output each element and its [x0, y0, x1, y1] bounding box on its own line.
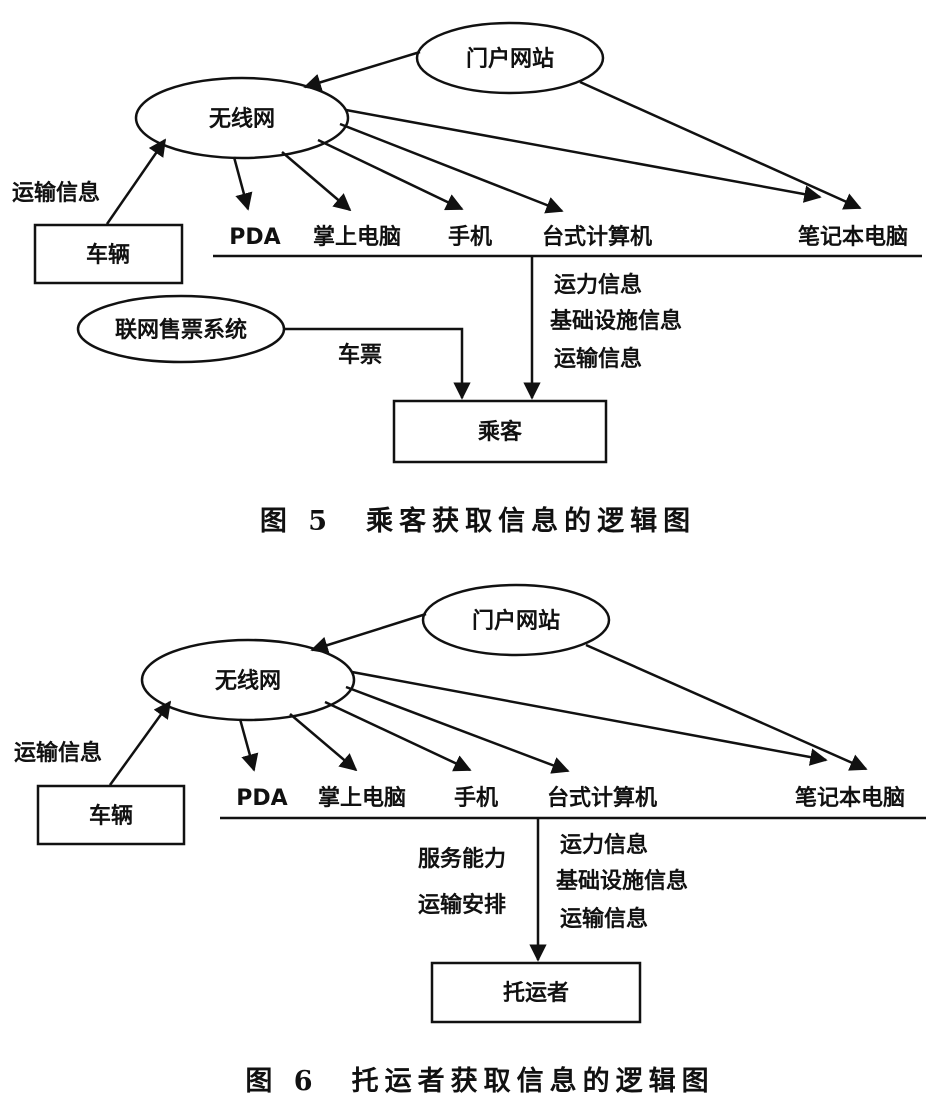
fig6-info-line-3: 运输信息: [560, 906, 648, 932]
fig6-wireless-node: [140, 638, 356, 722]
fig5-device-notebook: 笔记本电脑: [798, 224, 908, 250]
fig5-ticket-label: 车票: [338, 342, 382, 368]
fig5-transport-info-left: 运输信息: [12, 180, 100, 206]
fig6-arrow-portal-to-wireless: [310, 612, 427, 654]
fig5-info-line-1: 运力信息: [554, 272, 642, 298]
fig5-arrow-wireless-to-pda: [232, 156, 253, 211]
fig5-device-pda: PDA: [229, 225, 280, 250]
fig6-info-line-1: 运力信息: [560, 832, 648, 858]
fig6-arrow-vehicle-to-wireless: [108, 700, 172, 786]
fig5-passenger-label: 乘客: [477, 419, 523, 445]
fig5-arrow-wireless-to-phone: [317, 138, 464, 211]
fig5-vehicle-label: 车辆: [86, 242, 130, 268]
fig6-vehicle-node: [36, 784, 186, 846]
fig6-device-desktop: 台式计算机: [547, 785, 657, 811]
fig5-info-line-3: 运输信息: [554, 346, 642, 372]
fig5-vehicle-node: [33, 223, 184, 285]
fig5-ticket-system-label: 联网售票系统: [115, 317, 247, 343]
fig6-caption: 图 6 托运者获取信息的逻辑图: [245, 1065, 714, 1097]
fig6-device-pda: PDA: [236, 786, 287, 811]
fig6-portal-label: 门户网站: [472, 608, 560, 634]
fig6-vehicle-label: 车辆: [89, 803, 133, 829]
fig6-arrow-wireless-to-phone: [324, 700, 472, 772]
fig6-device-palm: 掌上电脑: [318, 785, 406, 811]
fig5-info-line-2: 基础设施信息: [550, 308, 682, 334]
fig5-passenger-node: [392, 399, 608, 464]
fig5-wireless-label: 无线网: [209, 106, 275, 132]
figure-6: 门户网站 无线网 运输信息 车辆 PDA 掌上电脑 手机 台式计算机 笔记本电脑…: [14, 583, 926, 1097]
fig6-arrow-wireless-to-notebook: [351, 670, 828, 766]
fig5-portal-node: [415, 21, 605, 95]
fig5-arrow-wireless-to-desktop: [339, 122, 564, 214]
fig6-wireless-label: 无线网: [215, 668, 281, 694]
fig5-device-desktop: 台式计算机: [542, 224, 652, 250]
fig5-arrow-portal-to-notebook: [579, 80, 862, 210]
fig5-device-phone: 手机: [448, 225, 492, 250]
fig6-arrow-wireless-to-pda: [238, 718, 259, 772]
fig5-arrow-ticket-to-passenger: [284, 327, 471, 400]
fig6-device-phone: 手机: [454, 786, 498, 811]
fig6-arrow-wireless-to-desktop: [345, 685, 570, 774]
fig6-shipper-node: [430, 961, 642, 1024]
fig6-arrow-portal-to-notebook: [585, 643, 868, 771]
fig6-shipper-label: 托运者: [503, 981, 569, 1006]
fig6-transport-info-left: 运输信息: [14, 740, 102, 766]
fig6-portal-node: [421, 583, 611, 657]
fig5-wireless-node: [134, 76, 350, 160]
fig6-info-line-2: 基础设施信息: [556, 868, 688, 894]
fig6-left-info-line-1: 服务能力: [418, 846, 506, 872]
fig5-caption: 图 5 乘客获取信息的逻辑图: [260, 505, 696, 537]
figure-5: 门户网站 无线网 运输信息 车辆 PDA 掌上电脑 手机 台式计算机 笔记本电脑…: [12, 21, 922, 537]
fig5-device-palm: 掌上电脑: [313, 224, 401, 250]
fig5-arrow-wireless-to-palm: [281, 151, 352, 212]
fig6-device-notebook: 笔记本电脑: [795, 785, 905, 811]
fig5-arrow-portal-to-wireless: [303, 50, 421, 91]
fig6-arrow-wireless-to-palm: [289, 713, 358, 772]
fig5-arrow-vehicle-to-wireless: [105, 138, 167, 225]
fig5-portal-label: 门户网站: [466, 46, 554, 72]
fig5-arrow-wireless-to-notebook: [345, 108, 822, 203]
fig6-left-info-line-2: 运输安排: [418, 892, 506, 918]
